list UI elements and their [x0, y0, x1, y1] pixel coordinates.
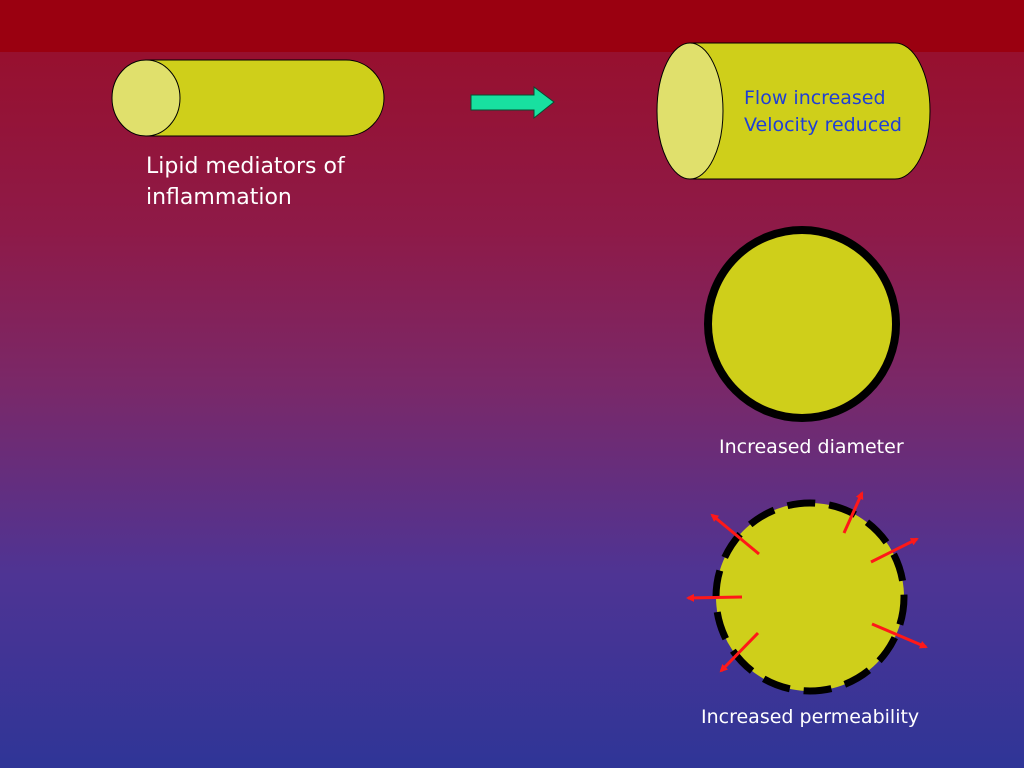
- dilated-cross-section: [704, 226, 900, 422]
- transition-arrow: [470, 86, 555, 120]
- increased-diameter-label: Increased diameter: [719, 436, 904, 458]
- small-vessel-cylinder: [111, 59, 385, 137]
- lipid-mediators-label: Lipid mediators of inflammation: [146, 151, 345, 213]
- leak-arrow-lower-right: [871, 622, 928, 649]
- leak-arrow-upper-right: [870, 537, 919, 564]
- lipid-label-line1: Lipid mediators of: [146, 154, 345, 179]
- leak-arrows: [686, 491, 928, 673]
- leak-arrow-lower-left: [719, 631, 760, 673]
- increased-permeability-label: Increased permeability: [701, 706, 920, 728]
- leak-arrow-top: [842, 491, 864, 534]
- leak-arrow-left: [686, 593, 743, 602]
- flow-increased-text: Flow increased: [744, 87, 886, 109]
- lipid-label-line2: inflammation: [146, 185, 292, 210]
- leak-arrow-upper-left: [710, 513, 760, 556]
- dilated-vessel-cylinder: [656, 42, 931, 180]
- leaky-cross-section: [712, 499, 908, 695]
- flow-velocity-label: Flow increased Velocity reduced: [744, 85, 902, 139]
- velocity-reduced-text: Velocity reduced: [744, 114, 902, 136]
